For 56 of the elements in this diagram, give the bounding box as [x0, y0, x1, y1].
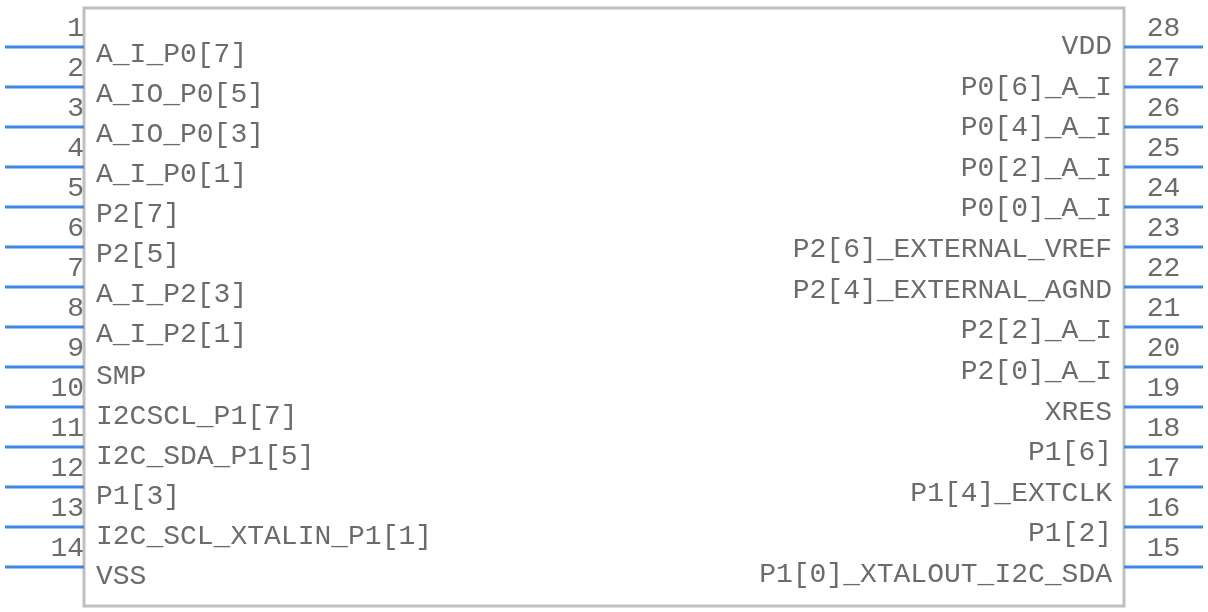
pin-number: 10 [49, 374, 84, 404]
pin-number: 15 [1145, 534, 1182, 564]
pin-number: 17 [1145, 454, 1182, 484]
pin-name: P2[6]_EXTERNAL_VREF [792, 235, 1112, 266]
pin-name: P2[7] [96, 200, 180, 230]
pin-name: A_I_P2[1] [96, 320, 248, 350]
pin-name: A_I_P0[7] [96, 40, 248, 70]
pin-name: P1[2] [1028, 519, 1112, 550]
pin-name: P1[6] [1028, 438, 1112, 469]
pin-number: 28 [1145, 14, 1182, 44]
pin-name: A_I_P2[3] [96, 280, 248, 310]
pin-number: 8 [66, 294, 84, 324]
pin-number: 7 [66, 254, 84, 284]
pin-number: 18 [1145, 414, 1182, 444]
pin-number: 5 [66, 174, 84, 204]
pin-name: P2[5] [96, 240, 180, 270]
pin-number: 13 [49, 494, 84, 524]
pin-number: 23 [1145, 214, 1182, 244]
pin-name: P2[2]_A_I [960, 316, 1112, 347]
pin-number: 9 [66, 334, 84, 364]
pin-name: P1[0]_XTALOUT_I2C_SDA [759, 560, 1112, 590]
pin-number: 14 [49, 534, 84, 564]
pin-name: XRES [1044, 397, 1112, 428]
pin-number: 11 [49, 414, 84, 444]
pin-name: P2[0]_A_I [960, 356, 1112, 387]
pin-number: 12 [49, 454, 84, 484]
pin-name: P0[2]_A_I [960, 153, 1112, 184]
pin-name: VDD [1061, 32, 1112, 62]
pin-name: P0[4]_A_I [960, 113, 1112, 144]
pin-number: 16 [1145, 494, 1182, 524]
pin-number: 25 [1145, 134, 1182, 164]
pin-number: 26 [1145, 94, 1182, 124]
pin-number: 4 [66, 134, 84, 164]
pin-number: 22 [1145, 254, 1182, 284]
pin-name: P0[6]_A_I [960, 72, 1112, 103]
pin-number: 20 [1145, 334, 1182, 364]
pin-name: P2[4]_EXTERNAL_AGND [792, 275, 1112, 306]
pin-number: 2 [66, 54, 84, 84]
pin-name: VSS [96, 562, 147, 592]
pin-number: 6 [66, 214, 84, 244]
pin-name: P1[3] [96, 482, 180, 512]
pin-number: 19 [1145, 374, 1182, 404]
pin-number: 27 [1145, 54, 1182, 84]
pin-number: 24 [1145, 174, 1182, 204]
pin-number: 21 [1145, 294, 1182, 324]
pin-number: 3 [66, 94, 84, 124]
pin-name: SMP [96, 362, 147, 392]
pin-name: A_IO_P0[5] [96, 80, 265, 110]
pin-name: I2C_SDA_P1[5] [96, 442, 315, 472]
pin-number: 1 [66, 14, 84, 44]
pin-name: I2C_SCL_XTALIN_P1[1] [96, 522, 433, 552]
pin-name: I2CSCL_P1[7] [96, 402, 298, 432]
pin-name: P0[0]_A_I [960, 194, 1112, 225]
pin-name: A_I_P0[1] [96, 160, 248, 190]
pin-name: P1[4]_EXTCLK [910, 478, 1112, 509]
pin-name: A_IO_P0[3] [96, 120, 265, 150]
